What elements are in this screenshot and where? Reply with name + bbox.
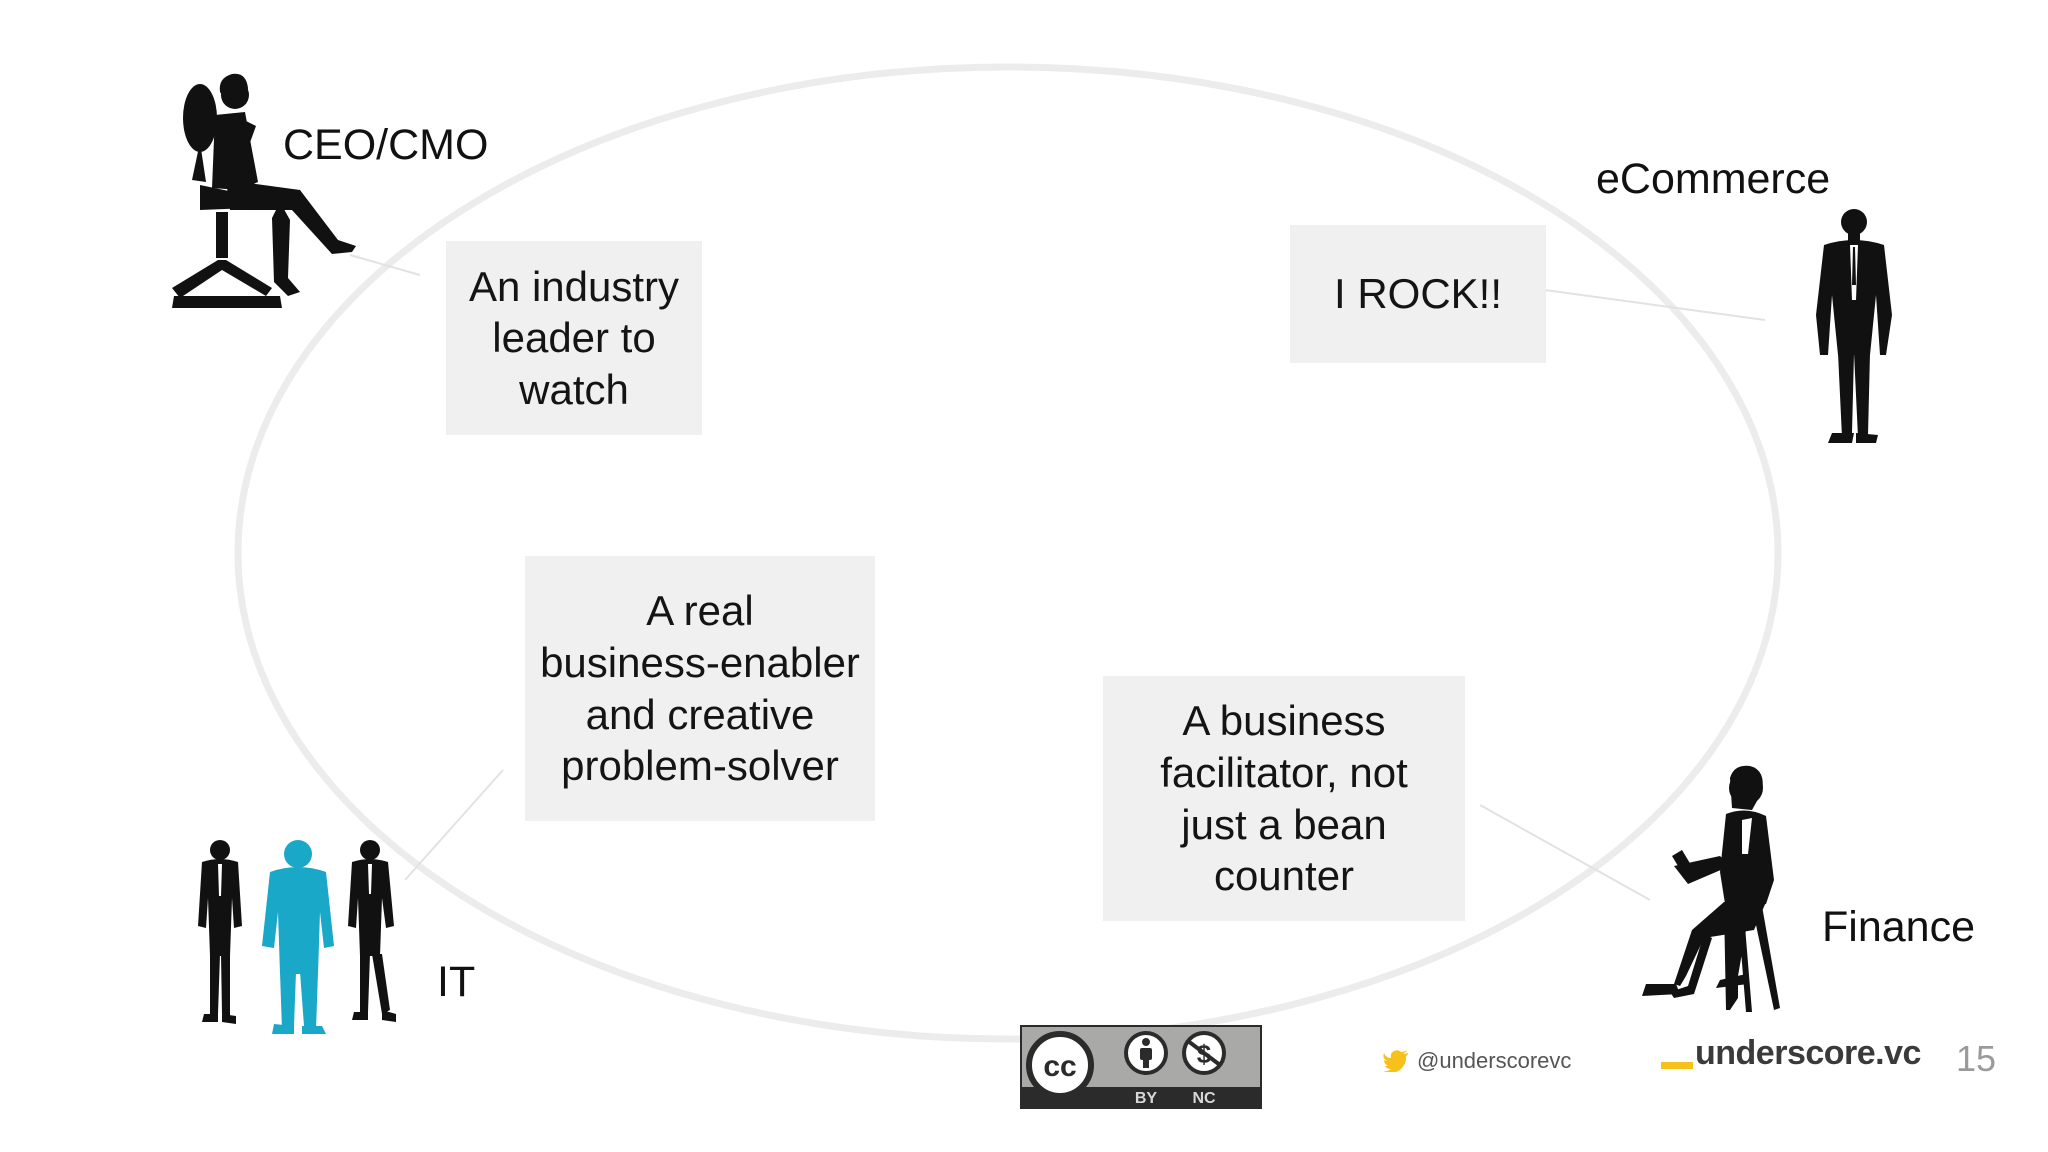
businessman-silhouette-icon xyxy=(1816,209,1892,443)
noncommercial-icon: $ xyxy=(1182,1031,1226,1075)
role-label-ceo: CEO/CMO xyxy=(283,121,489,169)
cc-by-nc-license-badge[interactable]: cc $ BY NC xyxy=(1020,1025,1262,1109)
role-label-ecommerce: eCommerce xyxy=(1596,155,1831,203)
bubble-finance-line-4: counter xyxy=(1213,852,1355,900)
role-label-finance: Finance xyxy=(1822,903,1975,951)
bubble-ceo-line-1: An industry xyxy=(468,262,680,310)
twitter-handle-text: @underscorevc xyxy=(1417,1048,1572,1073)
bubble-it: A real business-enabler and creative pro… xyxy=(525,556,875,821)
bubble-ceo-line-2: leader to xyxy=(492,314,656,362)
bubble-ceo-line-3: watch xyxy=(519,365,629,413)
attribution-icon xyxy=(1124,1031,1168,1075)
it-team-silhouette-icon xyxy=(198,840,396,1034)
badge-by-label: BY xyxy=(1135,1090,1158,1107)
brand-underscore-mark xyxy=(1661,1062,1693,1069)
badge-nc-label: NC xyxy=(1192,1090,1216,1107)
bubble-finance: A business facilitator, not just a bean … xyxy=(1103,676,1465,921)
connector-ceo xyxy=(349,254,421,276)
cc-icon-text: cc xyxy=(1043,1050,1076,1083)
bubble-ceo: An industry leader to watch xyxy=(446,241,702,435)
bubble-it-line-4: problem-solver xyxy=(561,742,839,790)
bubble-ecommerce: I ROCK!! xyxy=(1290,225,1546,363)
twitter-handle[interactable]: @underscorevc xyxy=(1383,1048,1571,1074)
bubble-finance-line-1: A business xyxy=(1182,697,1386,745)
ceo-silhouette-icon xyxy=(172,73,356,308)
bubble-it-line-3: and creative xyxy=(585,690,815,738)
bubble-ecommerce-line-1: I ROCK!! xyxy=(1333,270,1503,318)
brand-logo[interactable]: underscore.vc xyxy=(1661,1034,1921,1073)
page-number: 15 xyxy=(1956,1038,1997,1079)
brand-text: underscore.vc xyxy=(1695,1034,1921,1072)
role-label-it: IT xyxy=(437,958,476,1006)
connector-it xyxy=(404,769,504,881)
connector-finance xyxy=(1479,804,1651,901)
bubble-finance-line-2: facilitator, not xyxy=(1160,748,1408,796)
finance-silhouette-icon xyxy=(1642,765,1780,1012)
bubble-it-line-1: A real xyxy=(646,587,754,635)
ring-ellipse xyxy=(234,63,1782,1043)
cc-icon: cc xyxy=(1026,1031,1094,1099)
bubble-finance-line-3: just a bean xyxy=(1181,800,1387,848)
bubble-it-line-2: business-enabler xyxy=(540,638,860,686)
twitter-bird-icon xyxy=(1383,1050,1408,1072)
connector-ecommerce xyxy=(1544,289,1766,321)
